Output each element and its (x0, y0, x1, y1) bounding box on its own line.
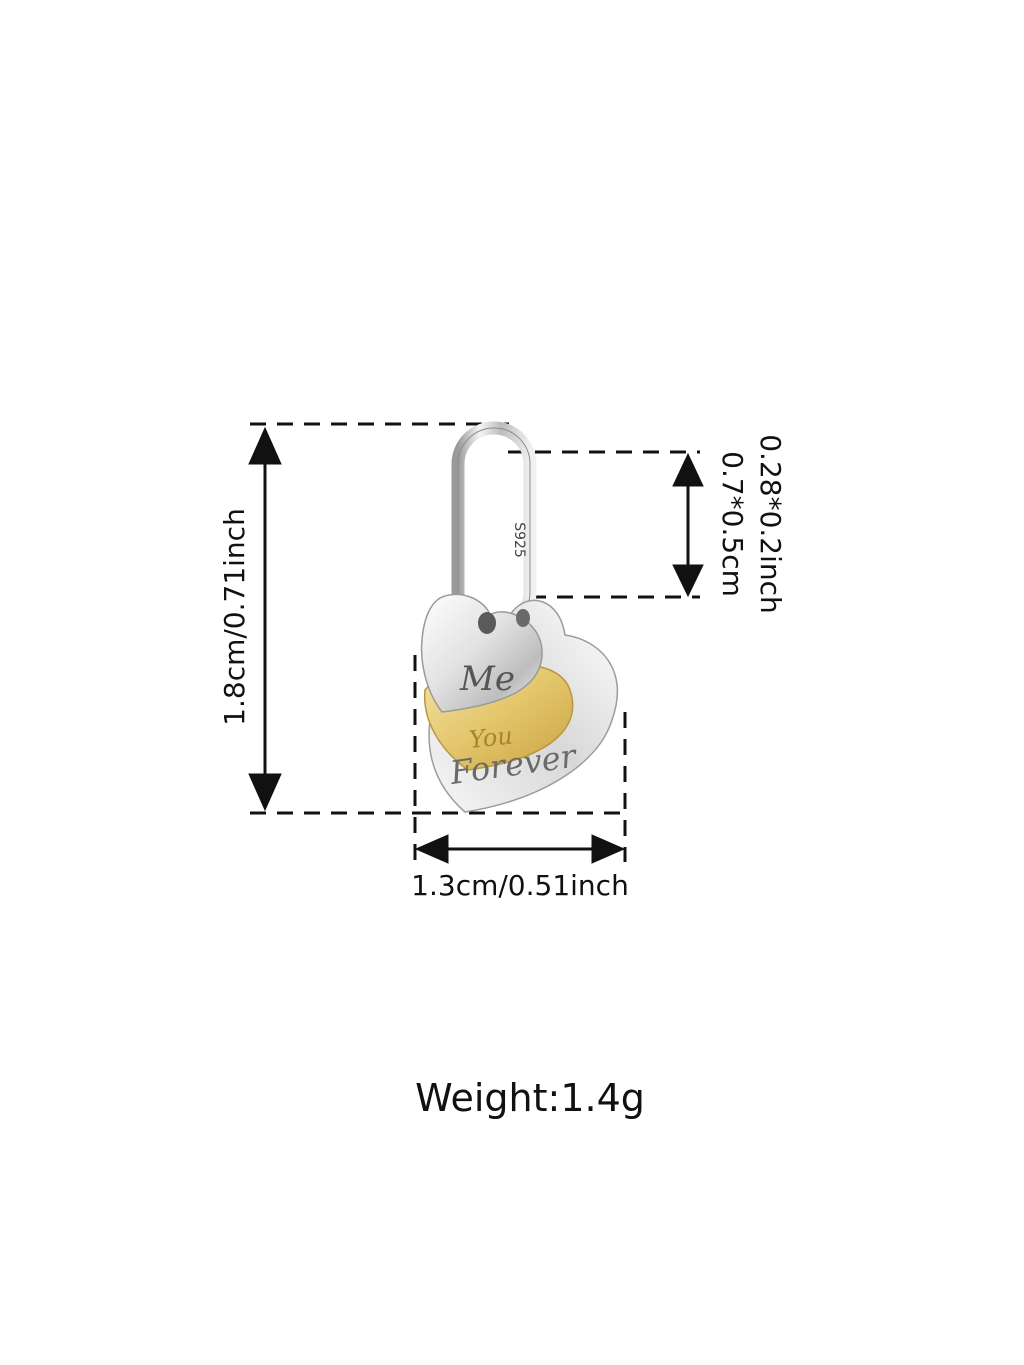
width-arrow (414, 834, 626, 864)
height-label: 1.8cm/0.71inch (218, 508, 251, 726)
front-heart-hole (478, 612, 496, 634)
bail-arrow (672, 452, 704, 598)
height-arrow (248, 426, 282, 812)
middle-heart-engraving: You (468, 722, 514, 754)
weight-label: Weight:1.4g (415, 1076, 645, 1120)
guide-lines (250, 422, 700, 862)
back-heart-hole (516, 609, 530, 627)
bail-size-inch-label: 0.28*0.2inch (754, 434, 787, 614)
top-heart-engraving: Me (459, 659, 515, 699)
width-label: 1.3cm/0.51inch (411, 869, 629, 902)
ring-engraving: S925 (511, 522, 527, 558)
bail-size-cm-label: 0.7*0.5cm (716, 451, 749, 597)
